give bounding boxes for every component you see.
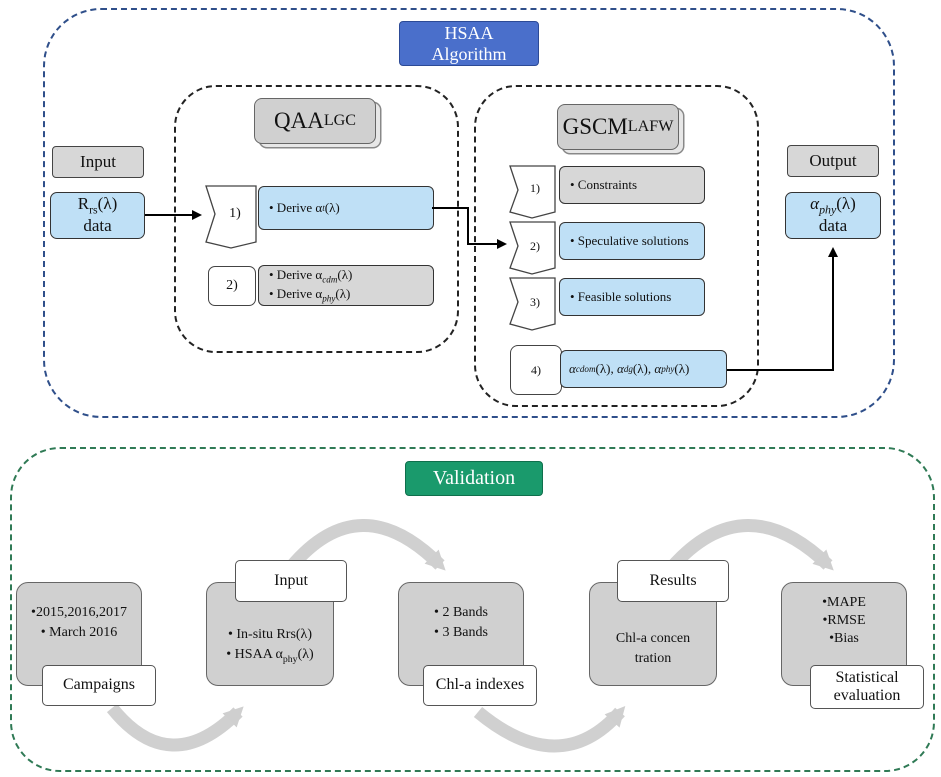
hsaa-title: HSAA Algorithm [399,21,539,66]
results-label: Results [617,560,729,602]
chl-indexes-box: • 2 Bands • 3 Bands [398,582,524,686]
output-aphy-box: αphy(λ) data [785,192,881,239]
qaa-title-main: QAA [273,108,324,133]
gscm-step4-cdom-tail: (λ), [595,361,617,376]
qaa-step2-line2-text: • Derive α [269,285,323,301]
gscm-step1-number: 1) [530,180,540,195]
gscm-step4-dg-symbol: α [617,361,624,376]
results-text-line1: Chl-a concen [615,631,691,647]
output-aphy-line2: data [818,215,848,235]
output-label: Output [787,145,879,177]
gscm-step3-bar: • Feasible solutions [559,278,705,316]
gscm-step4-number: 4) [510,345,562,395]
campaigns-list: •2015,2016,2017 • March 2016 [31,605,127,641]
qaa-title-subscript: LGC [323,112,357,129]
statistical-label-line2: evaluation [833,687,901,704]
input-rrs-line1: Rrs(λ) [77,194,118,217]
gscm-step4-phy-symbol: α [654,361,662,376]
qaa-step1-text: • Derive α [269,200,323,215]
output-aphy-tail: (λ) [836,194,856,214]
output-aphy-line1: αphy(λ) [810,194,856,217]
campaigns-item: • March 2016 [40,625,118,640]
gscm-title-main: GSCM [562,114,628,139]
gscm-step4-cdom-symbol: α [569,361,576,376]
qaa-step2-line1-text: • Derive α [269,266,323,282]
campaigns-label: Campaigns [42,665,156,706]
results-text-line2: tration [634,651,672,666]
qaa-step2-line2-tail: (λ) [335,285,351,301]
validation-input-item2-subscript: phy [282,654,298,665]
validation-title: Validation [405,461,543,496]
output-aphy-symbol: α [810,194,820,214]
validation-input-item2-text: • HSAA α [226,647,283,663]
input-rrs-box: Rrs(λ) data [50,192,145,239]
input-rrs-symbol: R [77,194,90,214]
qaa-step2-line2: • Derive αphy(λ) [269,286,350,305]
gscm-step2-bar: • Speculative solutions [559,222,705,260]
validation-input-label: Input [235,560,347,602]
qaa-step2-bar: • Derive αcdm(λ) • Derive αphy(λ) [258,265,434,306]
gscm-step4-dg-tail: (λ), [632,361,655,376]
input-rrs-line2: data [83,215,112,235]
input-label: Input [52,146,144,178]
hsaa-algorithm-frame [43,8,895,418]
chl-indexes-item: • 2 Bands [434,605,488,620]
gscm-step1-bar: • Constraints [559,166,705,204]
output-aphy-subscript: phy [819,202,837,217]
chl-indexes-item: • 3 Bands [434,625,488,640]
input-rrs-subscript: rs [89,202,98,217]
validation-input-item2-tail: (λ) [297,647,314,663]
qaa-step2-line1-tail: (λ) [337,266,353,282]
hsaa-title-line2: Algorithm [431,43,507,64]
gscm-frame [474,85,759,407]
gscm-step3-number: 3) [530,294,540,309]
validation-input-item: • In-situ Rrs(λ) [227,627,312,643]
hsaa-title-line1: HSAA [444,22,494,43]
qaa-step2-number: 2) [208,266,256,306]
gscm-title-subscript: LAFW [627,118,674,135]
qaa-step1-tail: (λ) [324,200,340,215]
gscm-step4-dg-subscript: dg [623,364,633,374]
statistical-label-line1: Statistical [835,668,899,686]
statistical-item: •Bias [829,631,859,646]
gscm-step4-cdom-subscript: cdom [575,364,596,374]
gscm-step4-phy-subscript: phy [661,364,675,374]
statistical-item: •MAPE [822,595,866,610]
gscm-step4-phy-tail: (λ) [674,361,690,376]
statistical-label: Statistical evaluation [810,665,924,709]
qaa-step2-line2-subscript: phy [322,293,336,304]
qaa-step1-number: 1) [229,206,241,221]
qaa-step2-line1-subscript: cdm [322,274,338,285]
gscm-step2-number: 2) [530,238,540,253]
chl-indexes-list: • 2 Bands • 3 Bands [434,605,488,641]
validation-input-item: • HSAA αphy(λ) [226,647,313,665]
input-rrs-tail: (λ) [97,194,118,214]
qaa-step2-line1: • Derive αcdm(λ) [269,267,352,286]
campaigns-item: •2015,2016,2017 [31,605,127,620]
statistical-list: •MAPE •RMSE •Bias [822,595,866,647]
chl-indexes-label: Chl-a indexes [423,665,537,706]
qaa-step1-subscript: t [322,203,325,213]
validation-frame [10,447,935,772]
statistical-item: •RMSE [822,613,866,628]
validation-input-list: • In-situ Rrs(λ) • HSAA αphy(λ) [226,627,313,665]
